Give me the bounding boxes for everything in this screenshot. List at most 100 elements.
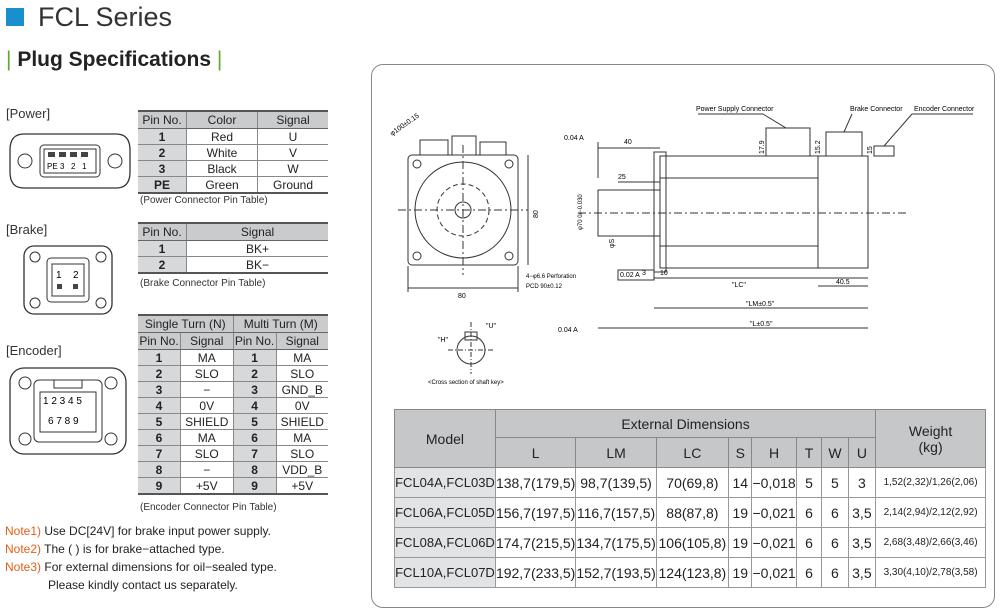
dim-cell: 3,5 — [847, 497, 877, 528]
weight-cell: 2,14(2,94)/2,12(2,92) — [875, 497, 986, 528]
page-title: FCL Series — [38, 2, 173, 32]
model-cell: FCL08A,FCL06D — [394, 527, 496, 558]
dim-d1: φ100±0.15 — [389, 113, 421, 138]
motor-dimension-drawing: Power Supply Connector Brake Connector E… — [389, 106, 975, 386]
dim-d21: 0.04 A — [558, 327, 578, 334]
dim-d16: "LC" — [732, 282, 746, 289]
encoder-connector-diagram: 1 2 3 4 5 6 7 8 9 — [9, 367, 127, 455]
notes: Note1) Use DC[24V] for brake input power… — [5, 522, 277, 594]
color-cell: Red — [186, 128, 258, 145]
dim-cell: 174,7(215,5) — [494, 527, 577, 558]
col-signal: Signal — [275, 332, 328, 350]
power-pin-3: 3 — [60, 162, 65, 171]
dim-d8: 80 — [533, 210, 540, 218]
col-u: U — [847, 437, 877, 468]
dim-cell: 152,7(193,5) — [575, 557, 657, 588]
dim-cell: 134,7(175,5) — [575, 527, 657, 558]
signal-cell: +5V — [275, 477, 328, 495]
multi-turn-header: Multi Turn (M) — [232, 314, 328, 333]
dim-cell: 156,7(197,5) — [494, 497, 577, 528]
dim-cell: 3,5 — [847, 527, 877, 558]
single-turn-header: Single Turn (N) — [138, 314, 234, 333]
dim-d19: "L±0.5" — [750, 321, 773, 328]
col-lc: LC — [655, 437, 729, 468]
signal-cell: W — [257, 160, 328, 177]
dim-cell: 98,7(139,5) — [575, 467, 657, 498]
signal-cell: MA — [275, 429, 328, 446]
signal-cell: GND_B — [275, 381, 328, 398]
signal-cell: VDD_B — [275, 461, 328, 478]
signal-cell: V — [257, 144, 328, 161]
external-dimensions-header: External Dimensions — [494, 409, 877, 438]
pin-cell: 3 — [138, 160, 187, 177]
pin-cell: 2 — [232, 365, 277, 382]
model-cell: FCL10A,FCL07D — [394, 557, 496, 588]
dim-d2: 0.04 A — [564, 135, 584, 142]
dim-d3: 40 — [624, 139, 632, 146]
encoder-pins-bottom: 6 7 8 9 — [48, 416, 79, 427]
signal-cell: SLO — [275, 365, 328, 382]
col-l: L — [494, 437, 577, 468]
shaft-cross-section-caption: <Cross section of shaft key> — [428, 380, 504, 386]
dim-cell: 3,5 — [847, 557, 877, 588]
pin-cell: 6 — [138, 429, 181, 446]
weight-cell: 3,30(4,10)/2,78(3,58) — [875, 557, 986, 588]
col-pin-no: Pin No. — [138, 110, 187, 129]
col-lm: LM — [575, 437, 657, 468]
brake-connector-diagram: 1 2 — [23, 245, 113, 315]
dim-d17: 40.5 — [836, 279, 850, 286]
pin-cell: 4 — [138, 397, 181, 414]
signal-cell: MA — [180, 429, 234, 446]
signal-cell: BK+ — [186, 240, 328, 257]
dim-cell: 6 — [795, 557, 823, 588]
pin-cell: 8 — [138, 461, 181, 478]
dim-d12: PCD 90±0.12 — [526, 284, 563, 290]
note-3-continued: Please kindly contact us separately. — [48, 578, 238, 592]
dim-d18: "LM±0.5" — [746, 301, 775, 308]
dim-cell: −0,018 — [751, 467, 797, 498]
dim-cell: 6 — [795, 497, 823, 528]
dim-cell: 70(69,8) — [655, 467, 729, 498]
encoder-table-caption: (Encoder Connector Pin Table) — [140, 502, 277, 513]
model-header: Model — [394, 409, 496, 468]
brake-label: [Brake] — [6, 222, 48, 237]
signal-cell: BK− — [186, 256, 328, 274]
weight-header: Weight (kg) — [875, 409, 986, 468]
dim-cell: 124(123,8) — [655, 557, 729, 588]
power-pin-2: 2 — [71, 162, 76, 171]
pin-cell: 2 — [138, 365, 181, 382]
power-table-caption: (Power Connector Pin Table) — [140, 195, 268, 206]
dim-d23: "U" — [486, 323, 497, 330]
dim-d15: 10 — [660, 270, 668, 277]
dim-cell: 138,7(179,5) — [494, 467, 577, 498]
signal-cell: +5V — [180, 477, 234, 495]
note-2: Note2) The ( ) is for brake−attached typ… — [5, 542, 225, 556]
brake-pin-2: 2 — [73, 270, 79, 281]
col-w: W — [821, 437, 849, 468]
dim-cell: 192,7(233,5) — [494, 557, 577, 588]
brake-table-caption: (Brake Connector Pin Table) — [140, 278, 266, 289]
pin-cell: 5 — [138, 413, 181, 430]
col-signal: Signal — [257, 110, 328, 129]
signal-cell: SLO — [275, 445, 328, 462]
dim-cell: 5 — [821, 467, 849, 498]
pin-cell: 1 — [138, 349, 181, 366]
signal-cell: − — [180, 381, 234, 398]
model-cell: FCL06A,FCL05D — [394, 497, 496, 528]
power-connector-callout: Power Supply Connector — [696, 106, 774, 113]
signal-cell: SHIELD — [275, 413, 328, 430]
dim-cell: 116,7(157,5) — [575, 497, 657, 528]
dim-d20: 80 — [458, 293, 466, 300]
power-pin-1: 1 — [82, 162, 87, 171]
